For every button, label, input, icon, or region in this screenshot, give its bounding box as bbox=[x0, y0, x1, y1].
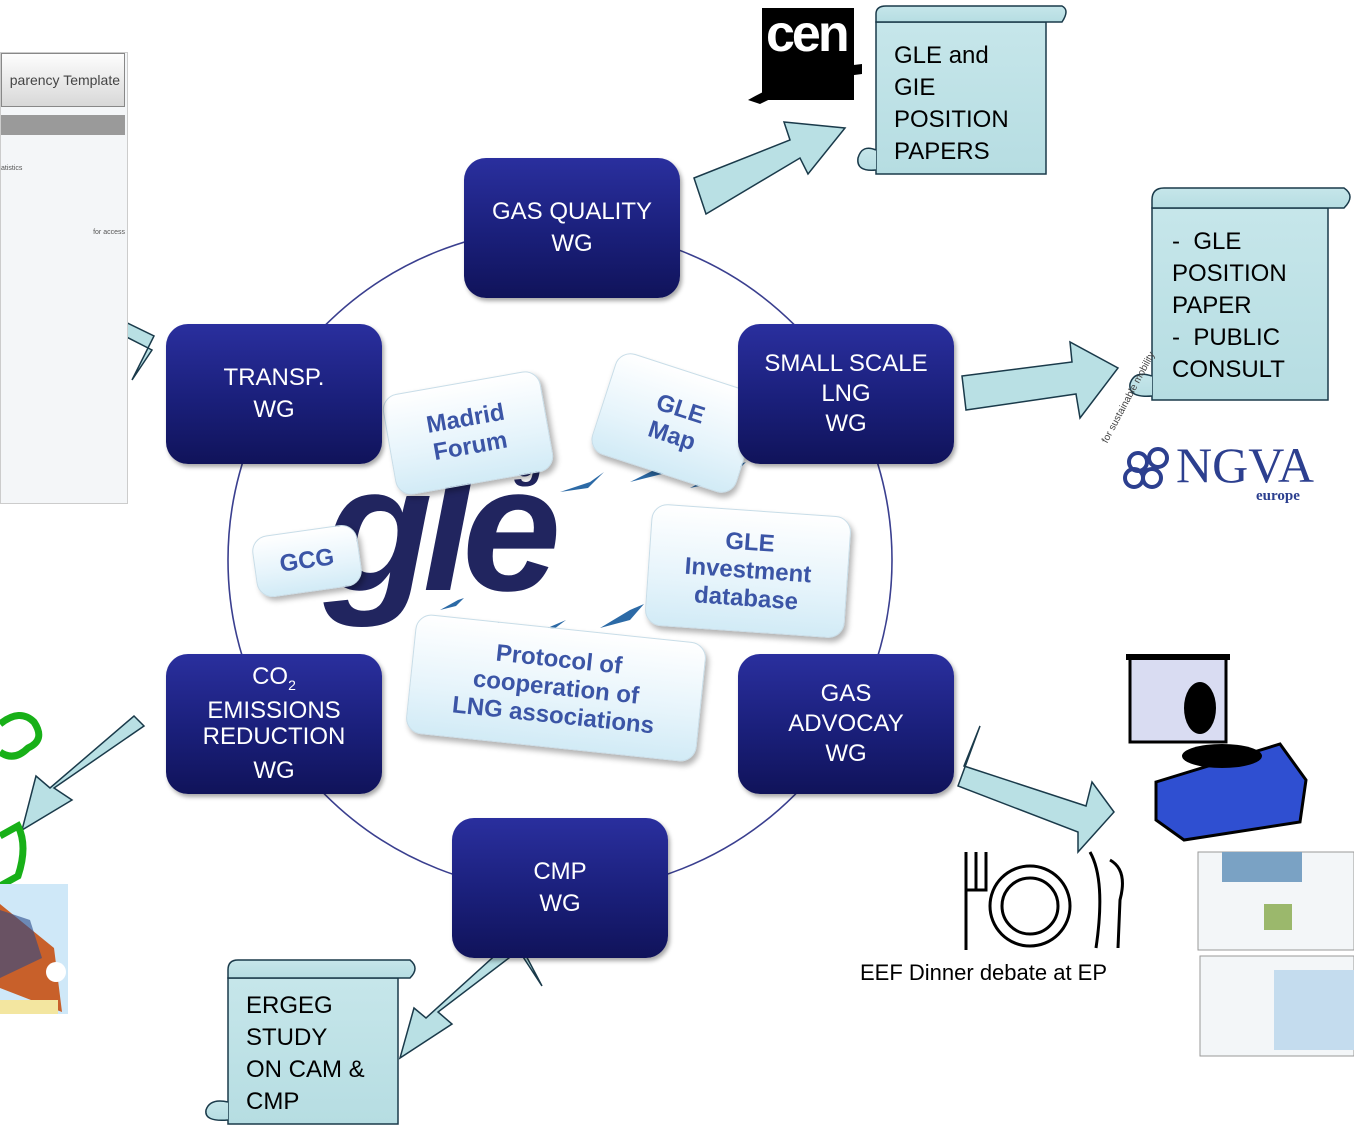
wg-label: WG bbox=[825, 740, 867, 767]
scroll-gle-position bbox=[1129, 187, 1351, 401]
eef-caption: EEF Dinner debate at EP bbox=[860, 960, 1108, 985]
ngva-flower bbox=[1123, 447, 1169, 489]
wg-label: ADVOCAY bbox=[788, 710, 904, 737]
tag-line: GCG bbox=[277, 543, 336, 578]
tag-line: GLE bbox=[724, 527, 776, 558]
wg-label: WG bbox=[825, 410, 867, 437]
arrow-to-co2 bbox=[20, 714, 146, 832]
template-button[interactable]: parency Template bbox=[1, 53, 125, 107]
scroll-line: ERGEG bbox=[246, 992, 333, 1019]
green-symbols bbox=[0, 712, 43, 890]
scroll-line: POSITION bbox=[1172, 260, 1287, 287]
scroll-ergeg bbox=[205, 959, 416, 1125]
wg-label: GAS QUALITY bbox=[491, 198, 653, 225]
wg-transp[interactable]: TRANSP. WG bbox=[166, 324, 382, 464]
scroll-line: GLE and bbox=[894, 42, 989, 69]
arrow-to-ergeg bbox=[398, 938, 543, 1060]
scroll-line: PAPER bbox=[1172, 292, 1252, 319]
wg-label: SMALL SCALE bbox=[764, 350, 928, 377]
ngva-sub-text: europe bbox=[1256, 488, 1300, 504]
arrow-to-gle-gie bbox=[693, 121, 847, 216]
arrow-to-eef bbox=[957, 725, 1115, 854]
scroll-line: - GLE bbox=[1172, 228, 1242, 255]
ngva-main-text: NGVA bbox=[1176, 437, 1314, 493]
wg-label: GAS bbox=[820, 680, 872, 707]
tag-investment-db[interactable]: GLE Investment database bbox=[643, 503, 853, 639]
wg-co2-emissions[interactable]: CO2 EMISSIONS REDUCTION WG bbox=[166, 654, 382, 794]
wg-label: EMISSIONS bbox=[207, 696, 341, 724]
tag-line: database bbox=[693, 581, 799, 616]
template-header-bar bbox=[1, 115, 125, 135]
wg-gas-advocacy[interactable]: GAS ADVOCAY WG bbox=[738, 654, 954, 794]
wg-label: REDUCTION bbox=[202, 722, 346, 750]
wg-gas-quality[interactable]: GAS QUALITY WG bbox=[464, 158, 680, 298]
scroll-text-gle-gie: GLE and GIE POSITION PAPERS bbox=[894, 40, 1009, 168]
scroll-line: POSITION bbox=[894, 106, 1009, 133]
transparency-template-panel: parency Template atistics for access bbox=[0, 52, 128, 504]
dinner-icons bbox=[964, 851, 1124, 950]
brochures bbox=[1197, 851, 1354, 1057]
template-row: for access bbox=[93, 229, 125, 236]
house-illustration bbox=[0, 884, 68, 1014]
scroll-line: ON CAM & bbox=[246, 1056, 365, 1083]
scroll-text-ergeg: ERGEG STUDY ON CAM & CMP bbox=[246, 990, 365, 1118]
wg-label: WG bbox=[551, 230, 593, 257]
scroll-text-gle-position: - GLE POSITION PAPER - PUBLIC CONSULT bbox=[1172, 226, 1287, 386]
scroll-line: STUDY bbox=[246, 1024, 328, 1051]
wg-label: CMP bbox=[533, 858, 587, 885]
cen-logo bbox=[748, 8, 862, 104]
wg-small-scale-lng[interactable]: SMALL SCALE LNG WG bbox=[738, 324, 954, 464]
arrow-to-gle-position bbox=[961, 340, 1120, 420]
wg-cmp[interactable]: CMP WG bbox=[452, 818, 668, 958]
wg-label: WG bbox=[539, 890, 581, 917]
scroll-line: CONSULT bbox=[1172, 356, 1285, 383]
subscript-2: 2 bbox=[288, 676, 296, 693]
scroll-gle-gie bbox=[857, 5, 1067, 175]
scroll-line: CMP bbox=[246, 1088, 300, 1115]
cen-logo-text: cen bbox=[766, 5, 850, 63]
scroll-line: PAPERS bbox=[894, 138, 990, 165]
wg-label: WG bbox=[253, 396, 295, 423]
scroll-line: - PUBLIC bbox=[1172, 324, 1281, 351]
wg-label: TRANSP. bbox=[223, 364, 325, 391]
projector-illustration bbox=[1126, 654, 1308, 842]
wg-label: WG bbox=[253, 756, 295, 784]
wg-label: CO2 bbox=[252, 663, 296, 693]
scroll-line: GIE bbox=[894, 74, 936, 101]
wg-label: LNG bbox=[821, 380, 871, 407]
template-row: atistics bbox=[1, 165, 23, 172]
